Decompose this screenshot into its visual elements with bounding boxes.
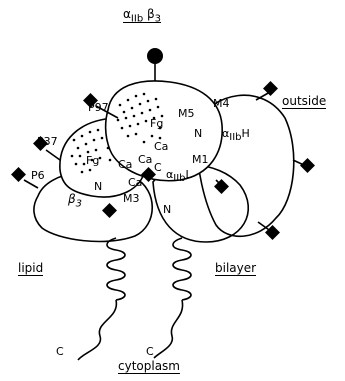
diagram-title: αIIb β3 <box>123 8 161 24</box>
beta-cytoplasmic-tail <box>78 300 116 360</box>
label-c-center: C <box>154 162 162 173</box>
label-p37: P37 <box>37 136 58 147</box>
alpha-transmembrane-helix <box>173 238 191 300</box>
region-cytoplasm: cytoplasm <box>118 360 180 374</box>
beta-transmembrane-helix <box>107 238 125 300</box>
label-c-left: C <box>56 346 64 357</box>
label-n-alpha-h: N <box>194 128 202 139</box>
label-m5: M5 <box>178 108 195 119</box>
label-ca-2: Ca <box>138 154 152 165</box>
label-ca-3: Ca <box>118 159 132 170</box>
label-p6: P6 <box>31 170 45 181</box>
top-glycan-ball <box>147 48 163 64</box>
label-fg-left: Fg <box>86 155 99 166</box>
label-alpha-iib-l: αIIbL <box>166 169 192 184</box>
region-lipid: lipid <box>18 262 43 276</box>
label-ca-4: Ca <box>128 177 142 188</box>
label-p97: P97 <box>88 102 109 113</box>
label-ca-1: Ca <box>154 141 168 152</box>
region-bilayer: bilayer <box>215 262 256 276</box>
label-m4: M4 <box>213 98 230 109</box>
alpha-cytoplasmic-tail <box>154 300 183 358</box>
label-n-beta: N <box>94 181 102 192</box>
label-n-alpha-l: N <box>163 204 171 215</box>
region-outside: outside <box>282 95 326 109</box>
label-c-right: C <box>146 346 154 357</box>
label-beta3: β3 <box>68 193 82 209</box>
label-m3: M3 <box>123 193 140 204</box>
label-alpha-iib-h: αIIbH <box>222 128 250 143</box>
label-fg-center: Fg <box>150 118 163 129</box>
label-m1: M1 <box>192 154 209 165</box>
